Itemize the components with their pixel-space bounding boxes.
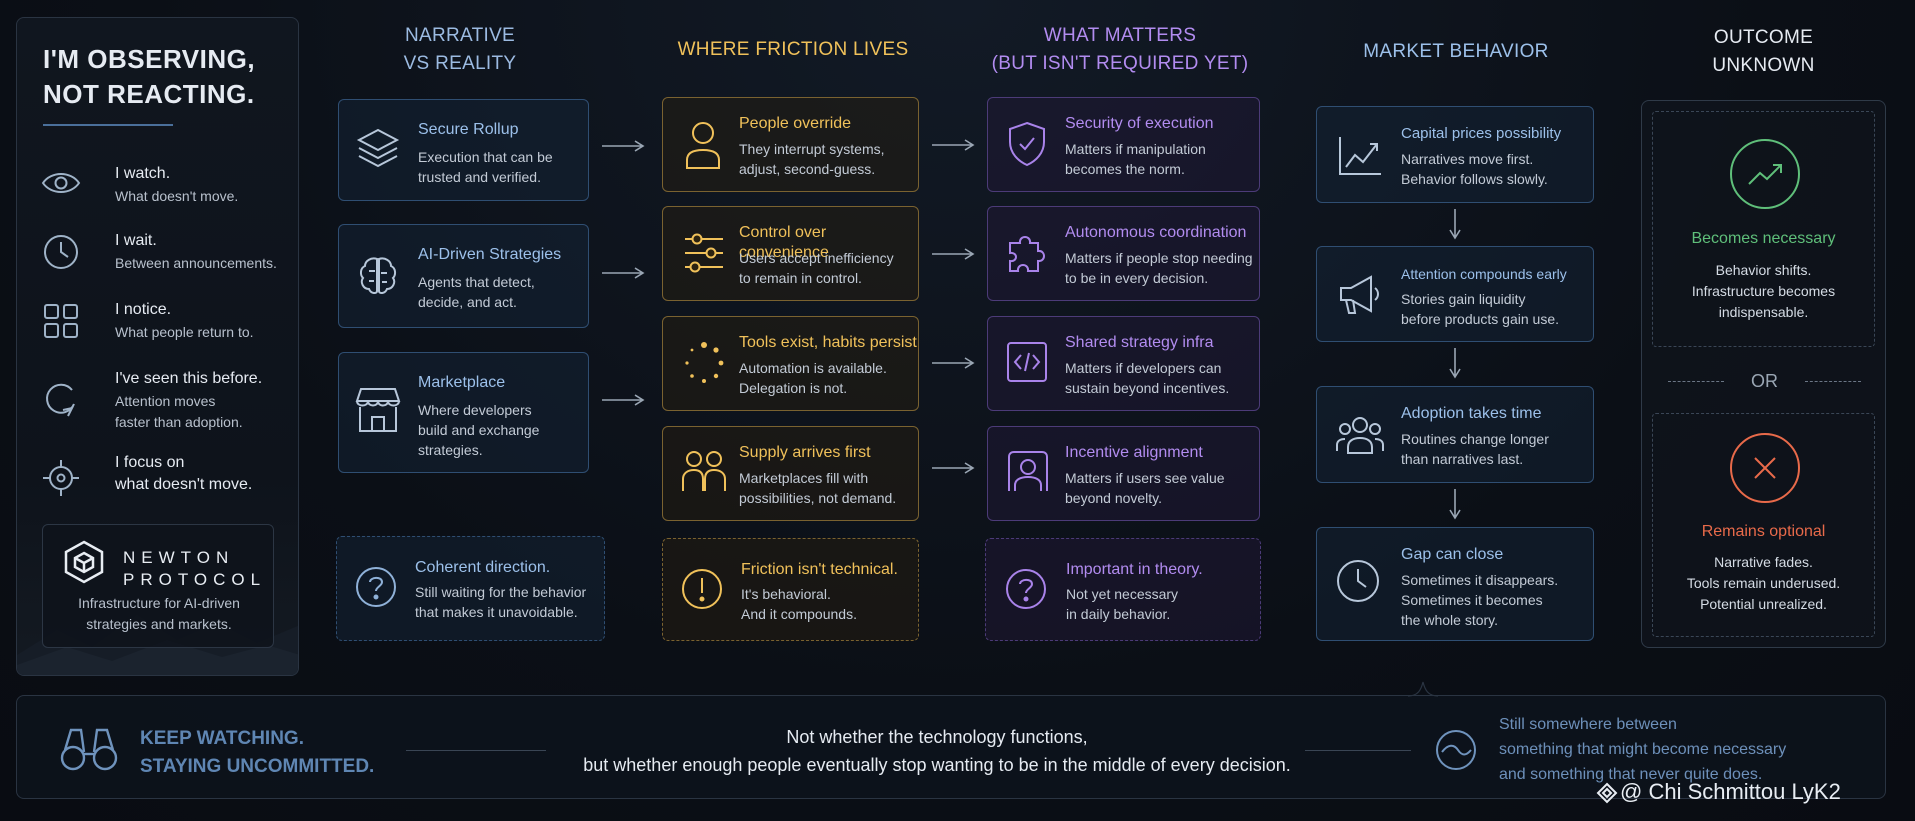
- outcome-panel: Becomes necessary Behavior shifts. Infra…: [1641, 100, 1886, 648]
- binoculars-icon: [59, 724, 119, 772]
- outcome-becomes-necessary: Becomes necessary Behavior shifts. Infra…: [1652, 111, 1875, 347]
- card-shared-strategy-infra: Shared strategy infra Matters if develop…: [987, 316, 1260, 411]
- x-circle-icon: [1729, 432, 1801, 504]
- card-marketplace: Marketplace Where developers build and e…: [338, 352, 589, 473]
- megaphone-icon: [1337, 273, 1383, 317]
- header-matters: WHAT MATTERS (BUT ISN'T REQUIRED YET): [991, 25, 1249, 74]
- divider-line-right: [1305, 750, 1411, 751]
- brand-description: Infrastructure for AI-driven strategies …: [78, 595, 240, 632]
- storefront-icon: [355, 385, 401, 435]
- layers-icon: [355, 126, 401, 172]
- card-control-over-convenience: Control over convenience Users accept in…: [662, 206, 919, 301]
- divider-line-left: [406, 750, 546, 751]
- observer-title: I'M OBSERVING, NOT REACTING.: [43, 44, 256, 109]
- arrow-down-icon: [1449, 209, 1461, 240]
- user-group-icon: [1006, 449, 1050, 495]
- between-text: Still somewhere between something that m…: [1499, 716, 1787, 783]
- loading-dots-icon: [683, 341, 725, 385]
- grid-icon: [41, 301, 78, 338]
- observer-item-notice: I notice. What people return to.: [41, 301, 291, 353]
- banner-notch: [1408, 681, 1438, 697]
- watermark-logo-icon: [1596, 782, 1618, 804]
- outcome-negative-text: Narrative fades. Tools remain underused.…: [1686, 554, 1841, 612]
- sliders-icon: [683, 231, 725, 275]
- card-friction-isnt-technical: Friction isn't technical. It's behaviora…: [662, 538, 919, 641]
- newton-protocol-card: NEWTON PROTOCOL Infrastructure for AI-dr…: [42, 524, 274, 648]
- card-secure-rollup: Secure Rollup Execution that can be trus…: [338, 99, 589, 201]
- observer-item-watch: I watch. What doesn't move.: [41, 165, 291, 217]
- arrow-right-icon: [932, 139, 975, 151]
- title-underline: [43, 124, 173, 126]
- wave-circle-icon: [1434, 728, 1478, 772]
- bottom-banner: KEEP WATCHING. STAYING UNCOMMITTED. Not …: [16, 681, 1886, 799]
- card-adoption-takes-time: Adoption takes time Routines change long…: [1316, 386, 1594, 483]
- refresh-icon: [41, 378, 77, 417]
- card-attention-compounds-early: Attention compounds early Stories gain l…: [1316, 246, 1594, 342]
- arrow-right-icon: [932, 248, 975, 260]
- outcome-remains-optional: Remains optional Narrative fades. Tools …: [1652, 413, 1875, 637]
- code-icon: [1006, 341, 1048, 383]
- chart-line-icon: [1337, 135, 1383, 177]
- outcome-positive-text: Behavior shifts. Infrastructure becomes …: [1691, 262, 1836, 320]
- or-divider-right: [1805, 381, 1861, 382]
- alert-icon: [680, 567, 724, 611]
- card-capital-prices-possibility: Capital prices possibility Narratives mo…: [1316, 106, 1594, 203]
- card-important-in-theory: Important in theory. Not yet necessary i…: [985, 538, 1261, 641]
- arrow-down-icon: [1449, 489, 1461, 520]
- card-coherent-direction: Coherent direction. Still waiting for th…: [336, 536, 605, 641]
- card-tools-exist: Tools exist, habits persist Automation i…: [662, 316, 919, 411]
- observer-item-wait: I wait. Between announcements.: [41, 232, 291, 284]
- header-market: MARKET BEHAVIOR: [1363, 41, 1549, 62]
- card-autonomous-coordination: Autonomous coordination Matters if peopl…: [987, 206, 1260, 301]
- people-icon: [1335, 415, 1385, 455]
- trend-up-icon: [1729, 138, 1801, 210]
- card-supply-arrives-first: Supply arrives first Marketplaces fill w…: [662, 426, 919, 521]
- brand-name: NEWTON PROTOCOL: [123, 548, 267, 589]
- clock-icon: [41, 232, 78, 269]
- or-divider: OR: [1751, 371, 1778, 391]
- arrow-right-icon: [932, 357, 975, 369]
- clock-icon: [1335, 558, 1381, 604]
- brain-icon: [355, 253, 401, 299]
- or-divider-left: [1668, 381, 1724, 382]
- person-icon: [683, 120, 723, 172]
- header-friction: WHERE FRICTION LIVES: [677, 39, 909, 60]
- card-security-of-execution: Security of execution Matters if manipul…: [987, 97, 1260, 192]
- question-icon: [1004, 567, 1048, 611]
- card-gap-can-close: Gap can close Sometimes it disappears. S…: [1316, 527, 1594, 641]
- card-people-override: People override They interrupt systems, …: [662, 97, 919, 192]
- arrow-right-icon: [602, 140, 645, 152]
- arrow-down-icon: [1449, 348, 1461, 379]
- arrow-right-icon: [602, 267, 645, 279]
- newton-logo-icon: [61, 539, 107, 585]
- observer-item-focus: I focus on what doesn't move.: [41, 454, 291, 506]
- crosshair-icon: [41, 458, 79, 496]
- watermark-text: @ Chi Schmittou LyK2: [1620, 779, 1841, 804]
- eye-icon: [41, 165, 81, 201]
- shield-check-icon: [1006, 120, 1048, 168]
- people-icon: [681, 447, 727, 495]
- central-thesis: Not whether the technology functions, bu…: [583, 727, 1291, 775]
- observer-panel: I'M OBSERVING, NOT REACTING. I watch. Wh…: [16, 17, 299, 676]
- card-ai-driven-strategies: AI-Driven Strategies Agents that detect,…: [338, 224, 589, 328]
- arrow-right-icon: [932, 462, 975, 474]
- header-narrative: NARRATIVE VS REALITY: [403, 25, 517, 74]
- card-incentive-alignment: Incentive alignment Matters if users see…: [987, 426, 1260, 521]
- keep-watching-text: KEEP WATCHING. STAYING UNCOMMITTED.: [140, 728, 375, 777]
- puzzle-icon: [1006, 231, 1050, 275]
- header-outcome: OUTCOME UNKNOWN: [1712, 27, 1815, 76]
- arrow-right-icon: [602, 394, 645, 406]
- observer-item-seen: I've seen this before. Attention moves f…: [41, 370, 291, 450]
- question-icon: [354, 565, 398, 609]
